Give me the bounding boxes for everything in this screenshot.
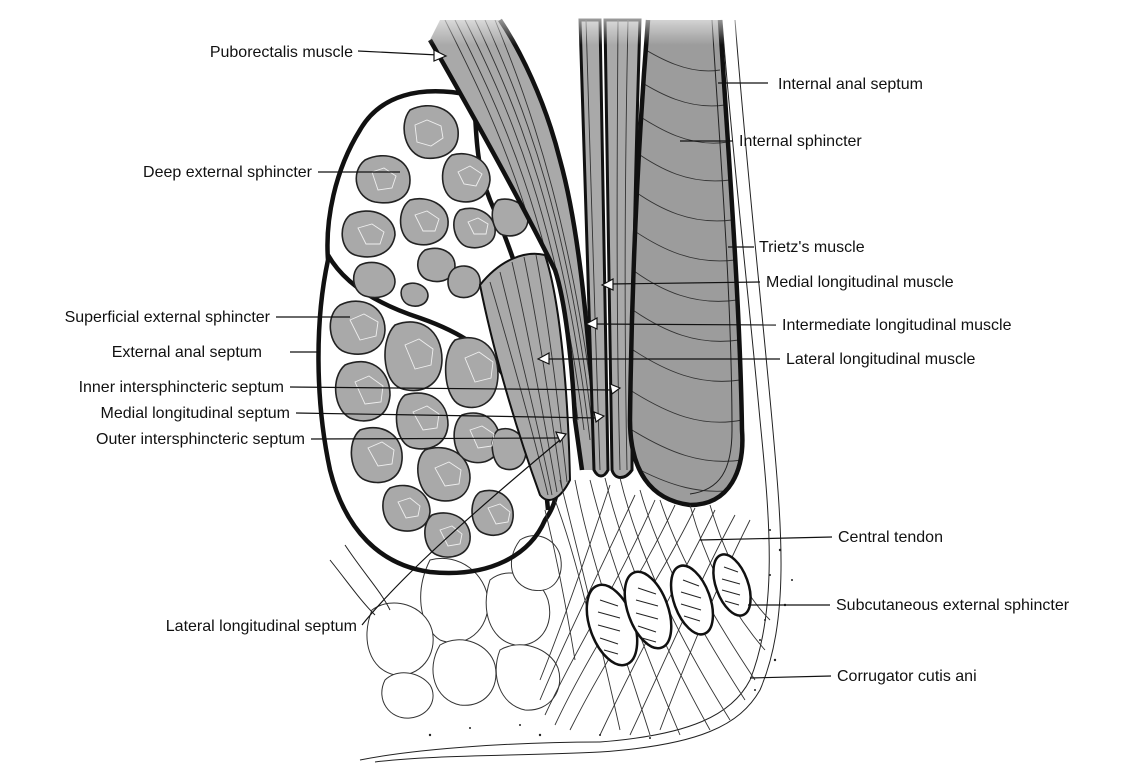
anatomy-drawing (318, 0, 793, 762)
label-trietz-muscle: Trietz's muscle (759, 239, 865, 256)
ischioanal-fat (330, 536, 561, 719)
label-superficial-external-sphincter: Superficial external sphincter (65, 309, 271, 326)
callout-subcutaneous-external-sphincter: Subcutaneous external sphincter (748, 597, 1070, 614)
label-corrugator-cutis-ani: Corrugator cutis ani (837, 668, 977, 685)
callout-internal-anal-septum: Internal anal septum (718, 76, 923, 93)
label-inner-intersphincteric-septum: Inner intersphincteric septum (79, 379, 284, 396)
label-puborectalis-muscle: Puborectalis muscle (210, 44, 353, 61)
label-internal-sphincter: Internal sphincter (739, 133, 862, 150)
callout-external-anal-septum: External anal septum (112, 344, 320, 361)
label-central-tendon: Central tendon (838, 529, 943, 546)
label-external-anal-septum: External anal septum (112, 344, 262, 361)
label-medial-longitudinal-septum: Medial longitudinal septum (101, 405, 290, 422)
label-internal-anal-septum: Internal anal septum (778, 76, 923, 93)
callout-corrugator-cutis-ani: Corrugator cutis ani (750, 668, 977, 685)
label-lateral-longitudinal-septum: Lateral longitudinal septum (166, 618, 357, 635)
callout-superficial-external-sphincter: Superficial external sphincter (65, 309, 350, 326)
label-lateral-longitudinal-muscle: Lateral longitudinal muscle (786, 351, 976, 368)
callout-central-tendon: Central tendon (700, 529, 943, 546)
labels: Puborectalis muscle Deep external sphinc… (65, 44, 1070, 685)
label-outer-intersphincteric-septum: Outer intersphincteric septum (96, 431, 305, 448)
label-intermediate-longitudinal-muscle: Intermediate longitudinal muscle (782, 317, 1012, 334)
label-subcutaneous-external-sphincter: Subcutaneous external sphincter (836, 597, 1070, 614)
internal-sphincter-shape (630, 20, 742, 505)
label-deep-external-sphincter: Deep external sphincter (143, 164, 313, 181)
label-medial-longitudinal-muscle: Medial longitudinal muscle (766, 274, 954, 291)
callout-trietz-muscle: Trietz's muscle (728, 239, 865, 256)
callout-puborectalis-muscle: Puborectalis muscle (210, 44, 446, 61)
